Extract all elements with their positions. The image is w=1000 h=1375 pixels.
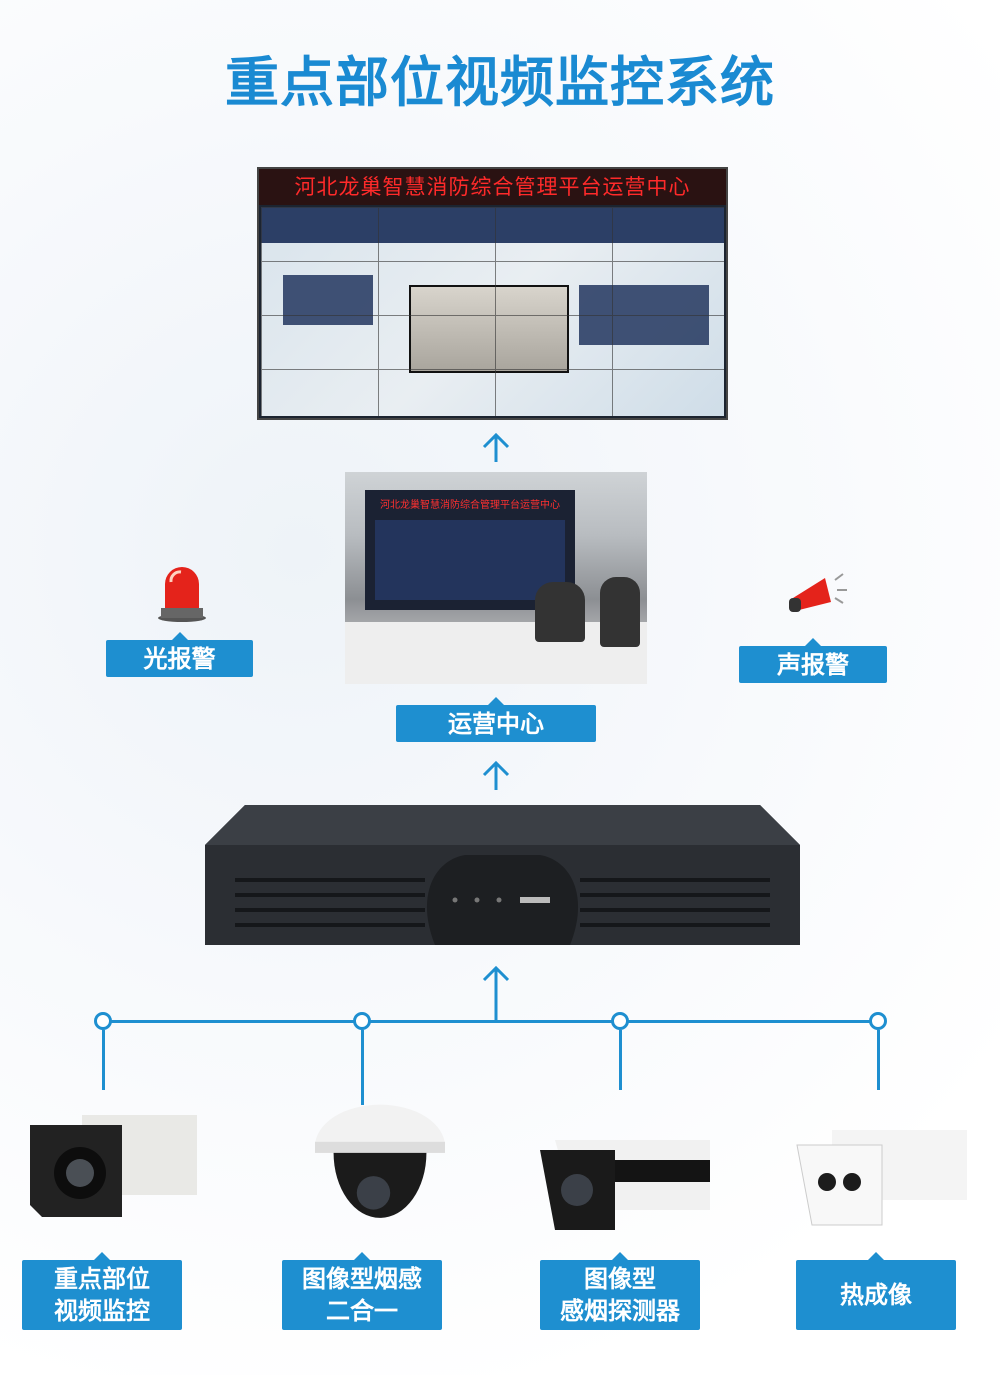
operator: [600, 577, 640, 647]
desk: [345, 622, 647, 684]
device-label-line: 视频监控: [54, 1297, 150, 1325]
connection-node: [353, 1012, 371, 1030]
connector-line: [619, 1030, 622, 1090]
thermal-camera-image: [796, 1130, 967, 1226]
device-label-line: 图像型: [584, 1265, 656, 1293]
led-banner: 河北龙巢智慧消防综合管理平台运营中心: [259, 169, 726, 205]
connection-node: [869, 1012, 887, 1030]
operator: [535, 582, 585, 642]
connection-bus-line: [103, 1020, 878, 1023]
arrow-up-icon: [482, 760, 510, 790]
device-label-image-smoke-detector: 图像型 感烟探测器: [540, 1252, 700, 1330]
arrow-up-icon: [482, 965, 510, 1020]
connection-node: [94, 1012, 112, 1030]
connector-line: [361, 1030, 364, 1105]
device-label-line: 二合一: [326, 1297, 398, 1325]
ops-led-banner: 河北龙巢智慧消防综合管理平台运营中心: [380, 500, 560, 511]
bullet-camera-image: [540, 1140, 710, 1230]
ops-center-label: 运营中心: [396, 697, 596, 742]
device-label-line: 感烟探测器: [560, 1297, 680, 1325]
connector-line: [877, 1030, 880, 1090]
dashboard-screen: [375, 520, 565, 600]
connection-node: [611, 1012, 629, 1030]
arrow-up-icon: [482, 432, 510, 462]
device-label-line: 重点部位: [54, 1265, 150, 1293]
light-alarm-label: 光报警: [106, 632, 253, 677]
device-label-image-smoke-combo: 图像型烟感 二合一: [282, 1252, 442, 1330]
bullet-camera-image: [30, 1115, 197, 1217]
device-label-thermal-imaging: 热成像: [796, 1252, 956, 1330]
light-alarm-icon: [158, 567, 206, 622]
sound-alarm-label: 声报警: [739, 638, 887, 683]
operations-center-photo: 河北龙巢智慧消防综合管理平台运营中心: [345, 472, 647, 684]
video-wall-image: 河北龙巢智慧消防综合管理平台运营中心: [257, 167, 728, 420]
map-screen: [261, 207, 724, 416]
device-label-line: 热成像: [840, 1281, 912, 1309]
device-label-line: 图像型烟感: [302, 1265, 422, 1293]
nvr-recorder-image: [205, 805, 800, 945]
sound-alarm-megaphone-icon: [789, 573, 847, 612]
connector-line: [102, 1030, 105, 1090]
device-label-video-surveillance: 重点部位 视频监控: [22, 1252, 182, 1330]
screen-bezels: [261, 207, 724, 416]
page-title: 重点部位视频监控系统: [225, 51, 775, 114]
dome-camera-image: [315, 1104, 445, 1218]
